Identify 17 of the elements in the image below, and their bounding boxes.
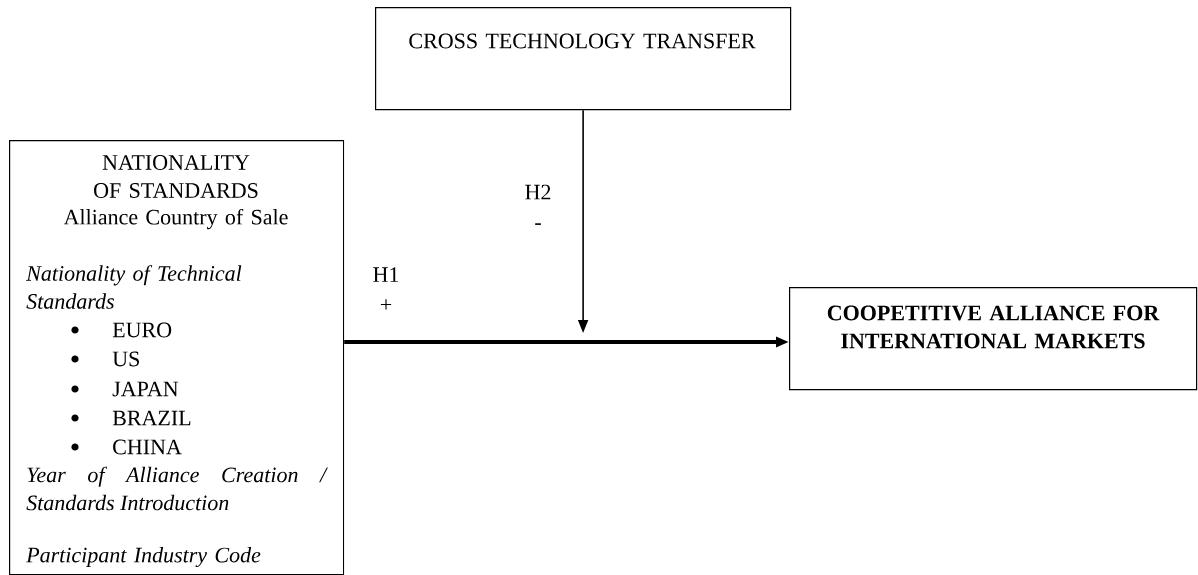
- italic-label: Participant Industry Code: [26, 547, 261, 567]
- list-item: JAPAN: [112, 381, 179, 397]
- heading-text: NATIONALITY OF STANDARDS: [94, 155, 258, 198]
- box-title: COOPETITIVE ALLIANCE FOR INTERNATIONAL MARKETS: [827, 305, 1160, 349]
- box-title: CROSS TECHNOLOGY TRANSFER: [409, 33, 756, 49]
- text-box: [375, 7, 792, 111]
- list-item: US: [112, 351, 139, 367]
- list-item: EURO: [112, 322, 172, 338]
- italic-label: Nationality of Technical Standards: [26, 265, 242, 309]
- italic-label: Year of Alliance Creation / Standards Introduction: [26, 466, 328, 511]
- edge-label: H1 +: [369, 266, 403, 313]
- text-box: [9, 140, 345, 575]
- edge-label: H2 -: [521, 183, 555, 231]
- text-box: [789, 287, 1198, 391]
- subheading-text: Alliance Country of Sale: [63, 208, 288, 230]
- list-item: BRAZIL: [112, 410, 191, 426]
- list-item: CHINA: [113, 439, 182, 455]
